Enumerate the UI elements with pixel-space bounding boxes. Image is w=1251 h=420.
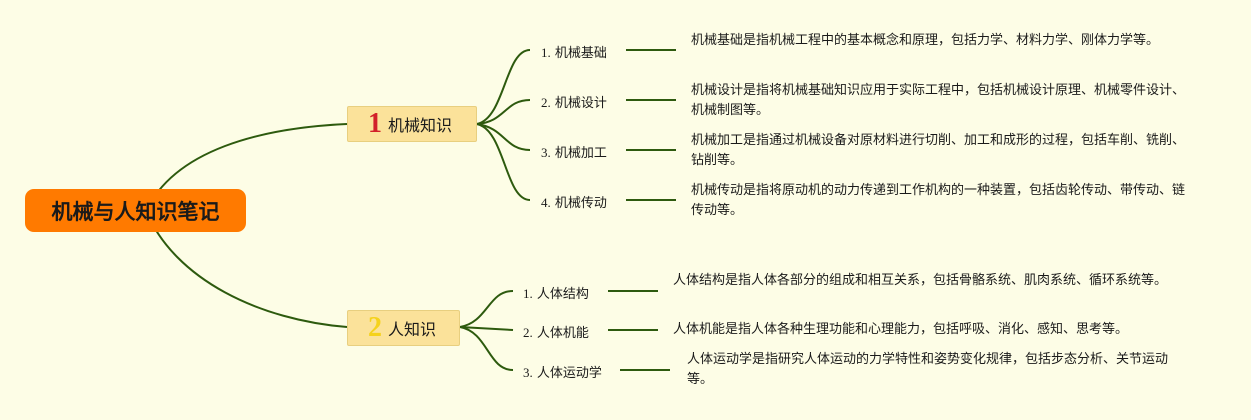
description-human-structure: 人体结构是指人体各部分的组成和相互关系，包括骨骼系统、肌肉系统、循环系统等。 — [673, 273, 1168, 288]
description-human-function: 人体机能是指人体各种生理功能和心理能力，包括呼吸、消化、感知、思考等。 — [673, 322, 1129, 337]
topic-human-kinesiology[interactable]: 3. 人体运动学 — [523, 362, 602, 381]
topic-mechanical-basics[interactable]: 1. 机械基础 — [541, 42, 607, 61]
topic-label: 机械加工 — [554, 146, 607, 161]
topic-human-function[interactable]: 2. 人体机能 — [523, 322, 589, 341]
topic-index: 1. — [523, 286, 533, 301]
branch-number-badge: 2 — [368, 312, 382, 343]
topic-mechanical-design[interactable]: 2. 机械设计 — [541, 92, 607, 111]
topic-index: 4. — [541, 195, 551, 210]
description-mechanical-basics: 机械基础是指机械工程中的基本概念和原理，包括力学、材料力学、刚体力学等。 — [691, 33, 1160, 48]
topic-mechanical-transmission[interactable]: 4. 机械传动 — [541, 192, 607, 211]
branch-node-mechanical[interactable]: 1 机械知识 — [347, 106, 477, 142]
topic-index: 3. — [523, 365, 533, 380]
topic-label: 人体运动学 — [536, 366, 602, 381]
topic-index: 2. — [523, 325, 533, 340]
description-human-kinesiology: 人体运动学是指研究人体运动的力学特性和姿势变化规律，包括步态分析、关节运动等。 — [687, 352, 1169, 387]
topic-index: 2. — [541, 95, 551, 110]
description-mechanical-design: 机械设计是指将机械基础知识应用于实际工程中，包括机械设计原理、机械零件设计、机械… — [691, 83, 1186, 118]
topic-index: 3. — [541, 145, 551, 160]
topic-index: 1. — [541, 45, 551, 60]
topic-human-structure[interactable]: 1. 人体结构 — [523, 283, 589, 302]
topic-label: 机械设计 — [554, 96, 607, 111]
topic-label: 人体机能 — [536, 326, 589, 341]
description-mechanical-transmission: 机械传动是指将原动机的动力传递到工作机构的一种装置，包括齿轮传动、带传动、链传动… — [691, 183, 1186, 218]
root-node[interactable]: 机械与人知识笔记 — [25, 189, 246, 232]
branch-node-human[interactable]: 2 人知识 — [347, 310, 460, 346]
branch-label: 人知识 — [388, 320, 437, 339]
branch-number-badge: 1 — [368, 108, 382, 139]
description-mechanical-machining: 机械加工是指通过机械设备对原材料进行切削、加工和成形的过程，包括车削、铣削、钻削… — [691, 133, 1186, 168]
topic-label: 机械基础 — [554, 46, 607, 61]
topic-label: 机械传动 — [554, 196, 607, 211]
topic-mechanical-machining[interactable]: 3. 机械加工 — [541, 142, 607, 161]
topic-label: 人体结构 — [536, 287, 589, 302]
branch-label: 机械知识 — [388, 116, 453, 135]
